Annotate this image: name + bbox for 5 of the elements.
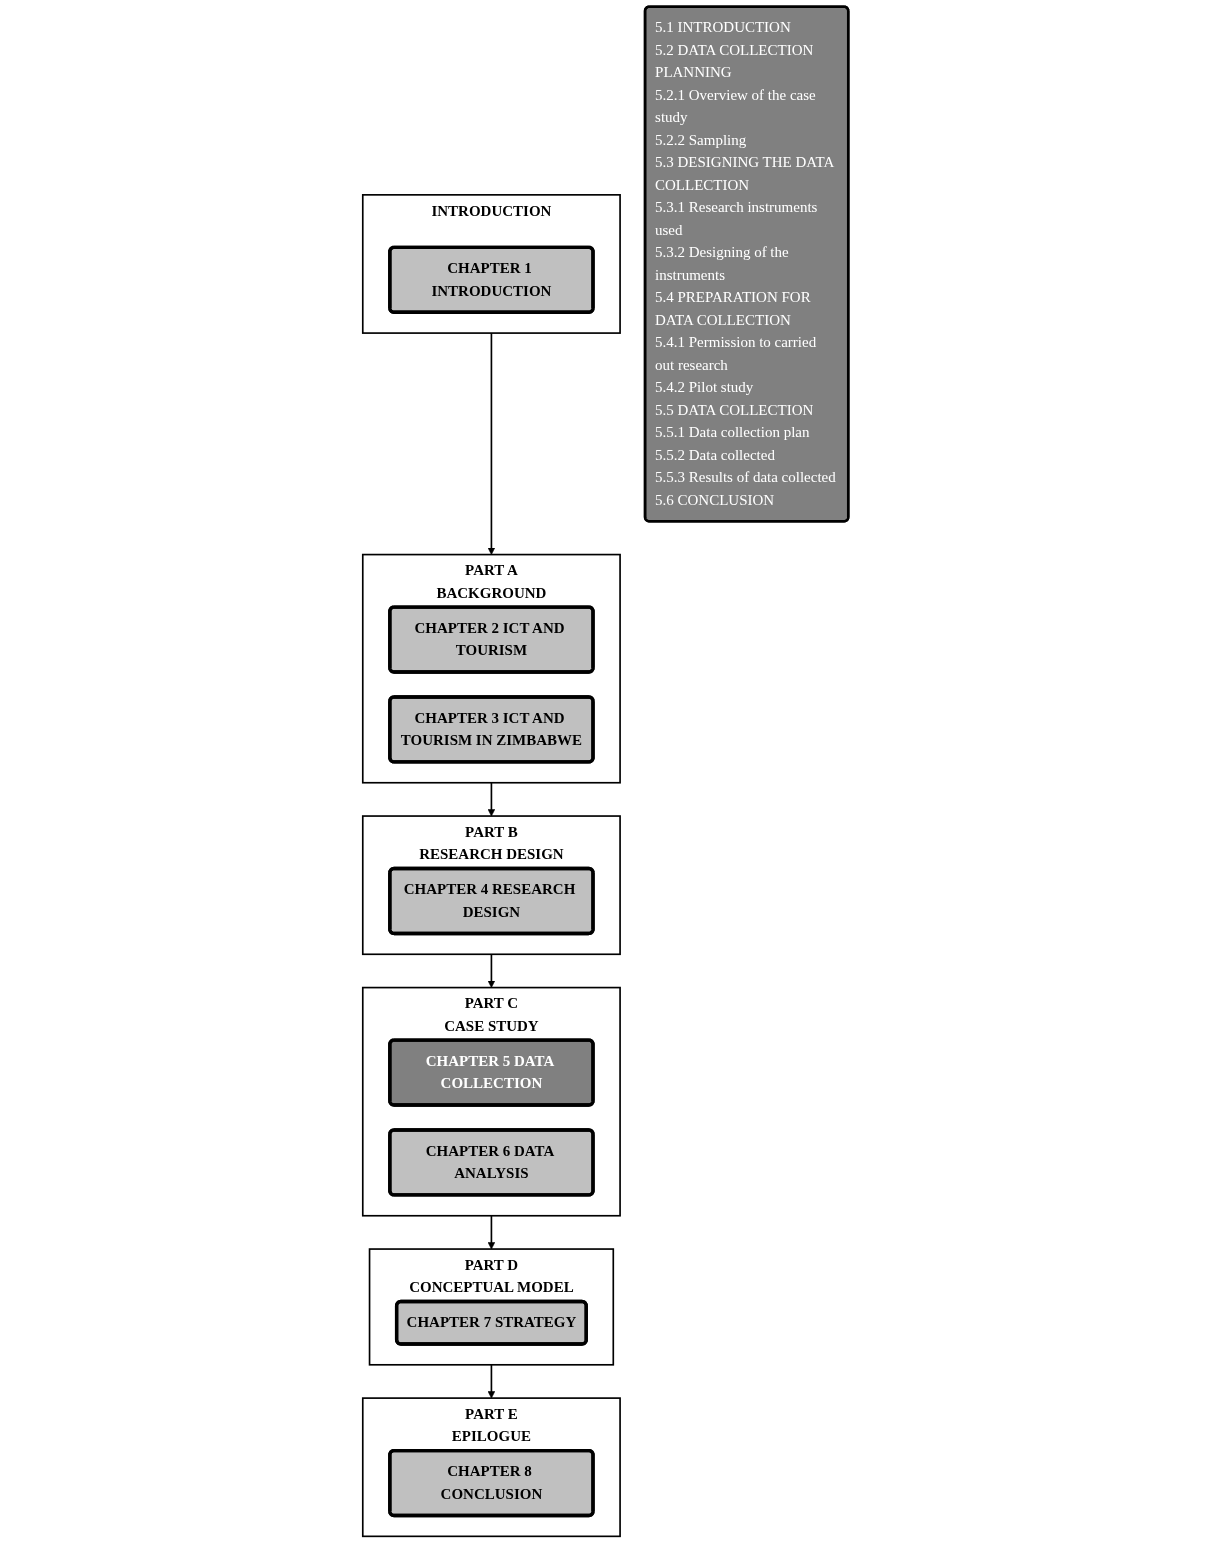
arrow (487, 953, 496, 988)
arrow (487, 332, 496, 555)
arrow (487, 1214, 496, 1250)
arrow (487, 781, 496, 817)
arrow (487, 1363, 496, 1399)
